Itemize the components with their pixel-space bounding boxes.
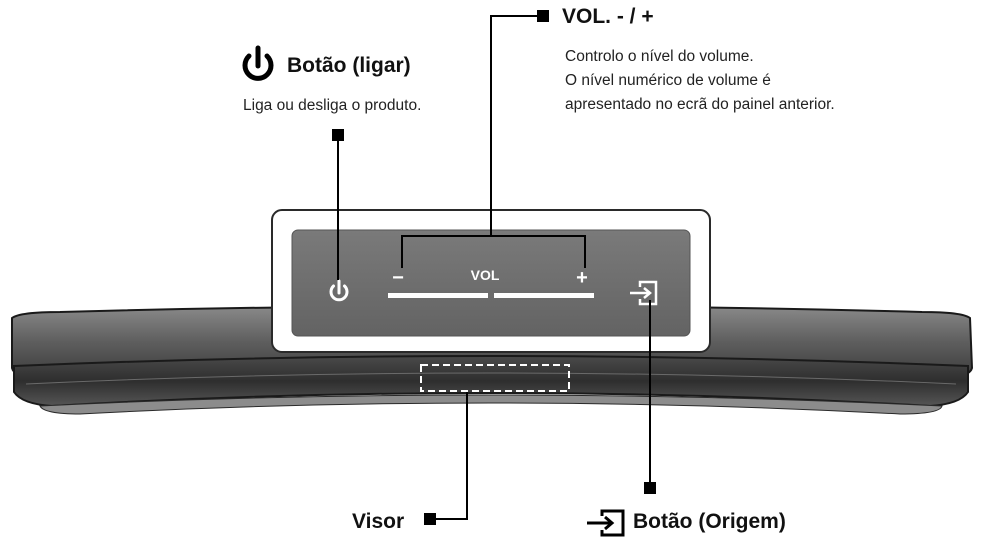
volume-title: VOL. - / + [562, 5, 654, 28]
source-button-title: Botão (Origem) [633, 510, 786, 533]
power-icon [242, 45, 274, 81]
callout-markers [332, 10, 656, 525]
callout-lines [337, 15, 651, 520]
volume-desc-line: apresentado no ecrã do painel anterior. [565, 96, 835, 113]
display-window [420, 364, 570, 392]
volume-desc-line: Controlo o nível do volume. [565, 48, 754, 65]
power-button-title: Botão (ligar) [287, 54, 411, 77]
panel-source-icon[interactable] [630, 280, 658, 306]
power-button-description: Liga ou desliga o produto. [243, 97, 422, 114]
panel-minus-label: − [392, 267, 404, 289]
source-input-icon [587, 509, 625, 537]
control-panel [271, 209, 711, 353]
panel-volume-bars [388, 293, 594, 298]
volume-desc-line: O nível numérico de volume é [565, 72, 771, 89]
volume-description: Controlo o nível do volume. O nível numé… [565, 45, 835, 117]
display-title: Visor [352, 510, 405, 533]
panel-plus-label: + [576, 267, 588, 289]
panel-power-icon[interactable] [329, 279, 349, 302]
panel-vol-label: VOL [471, 267, 500, 283]
